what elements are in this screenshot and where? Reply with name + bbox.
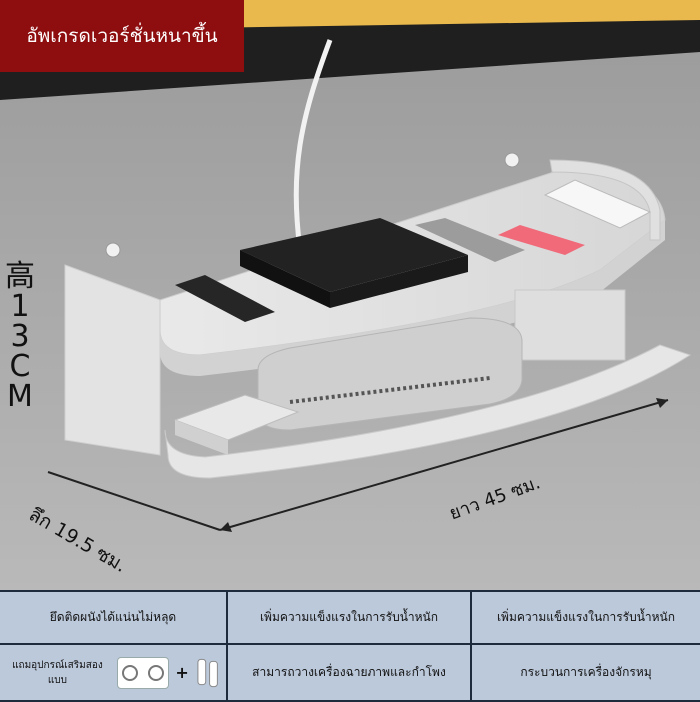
set-top-box-front bbox=[240, 250, 330, 308]
tv-screen-glow bbox=[200, 0, 700, 28]
phone bbox=[498, 225, 585, 255]
feature-load-bearing-2: เพิ่มความแข็งแรงในการรับน้ำหนัก bbox=[472, 592, 700, 645]
feature-load-bearing: เพิ่มความแข็งแรงในการรับน้ำหนัก bbox=[228, 592, 472, 645]
shelf-bottom-board bbox=[164, 344, 692, 479]
feature-accessories: แถมอุปกรณ์เสริมสองแบบ + bbox=[0, 645, 228, 702]
product-photo bbox=[0, 0, 700, 590]
remote-control bbox=[175, 275, 275, 322]
feature-machining: กระบวนการเครื่องจักรหมุ bbox=[472, 645, 700, 702]
plus-sign: + bbox=[175, 663, 189, 682]
router bbox=[257, 317, 523, 431]
set-top-box-top bbox=[240, 218, 468, 292]
shelf-back-rail bbox=[549, 159, 661, 241]
width-arrow bbox=[219, 399, 669, 531]
feature-wall-mount: ยึดติดผนังได้แน่นไม่หลุด bbox=[0, 592, 228, 645]
power-strip bbox=[543, 179, 652, 229]
promo-banner: อัพเกรดเวอร์ชั่นหนาขึ้น bbox=[0, 0, 244, 72]
depth-arrow bbox=[47, 471, 221, 531]
adhesive-hook-icon bbox=[197, 658, 218, 687]
accessory-label: แถมอุปกรณ์เสริมสองแบบ bbox=[12, 659, 103, 686]
desk-phone bbox=[415, 218, 525, 262]
shelf-divider bbox=[514, 289, 626, 361]
shelf-side-panel bbox=[64, 264, 161, 456]
socket-plate-icon bbox=[116, 656, 170, 689]
shelf-illustration bbox=[0, 0, 700, 590]
height-dimension-label: 高13CM bbox=[5, 259, 35, 414]
small-router-front bbox=[175, 420, 228, 455]
wall-hook-icon bbox=[105, 242, 121, 258]
feature-table: ยึดติดผนังได้แน่นไม่หลุด เพิ่มความแข็งแร… bbox=[0, 590, 700, 702]
feature-projector-speaker: สามารถวางเครื่องฉายภาพและกำโพง bbox=[228, 645, 472, 702]
wall-hook-icon-2 bbox=[504, 152, 520, 168]
power-cable bbox=[293, 39, 333, 251]
set-top-box-side bbox=[330, 255, 468, 308]
